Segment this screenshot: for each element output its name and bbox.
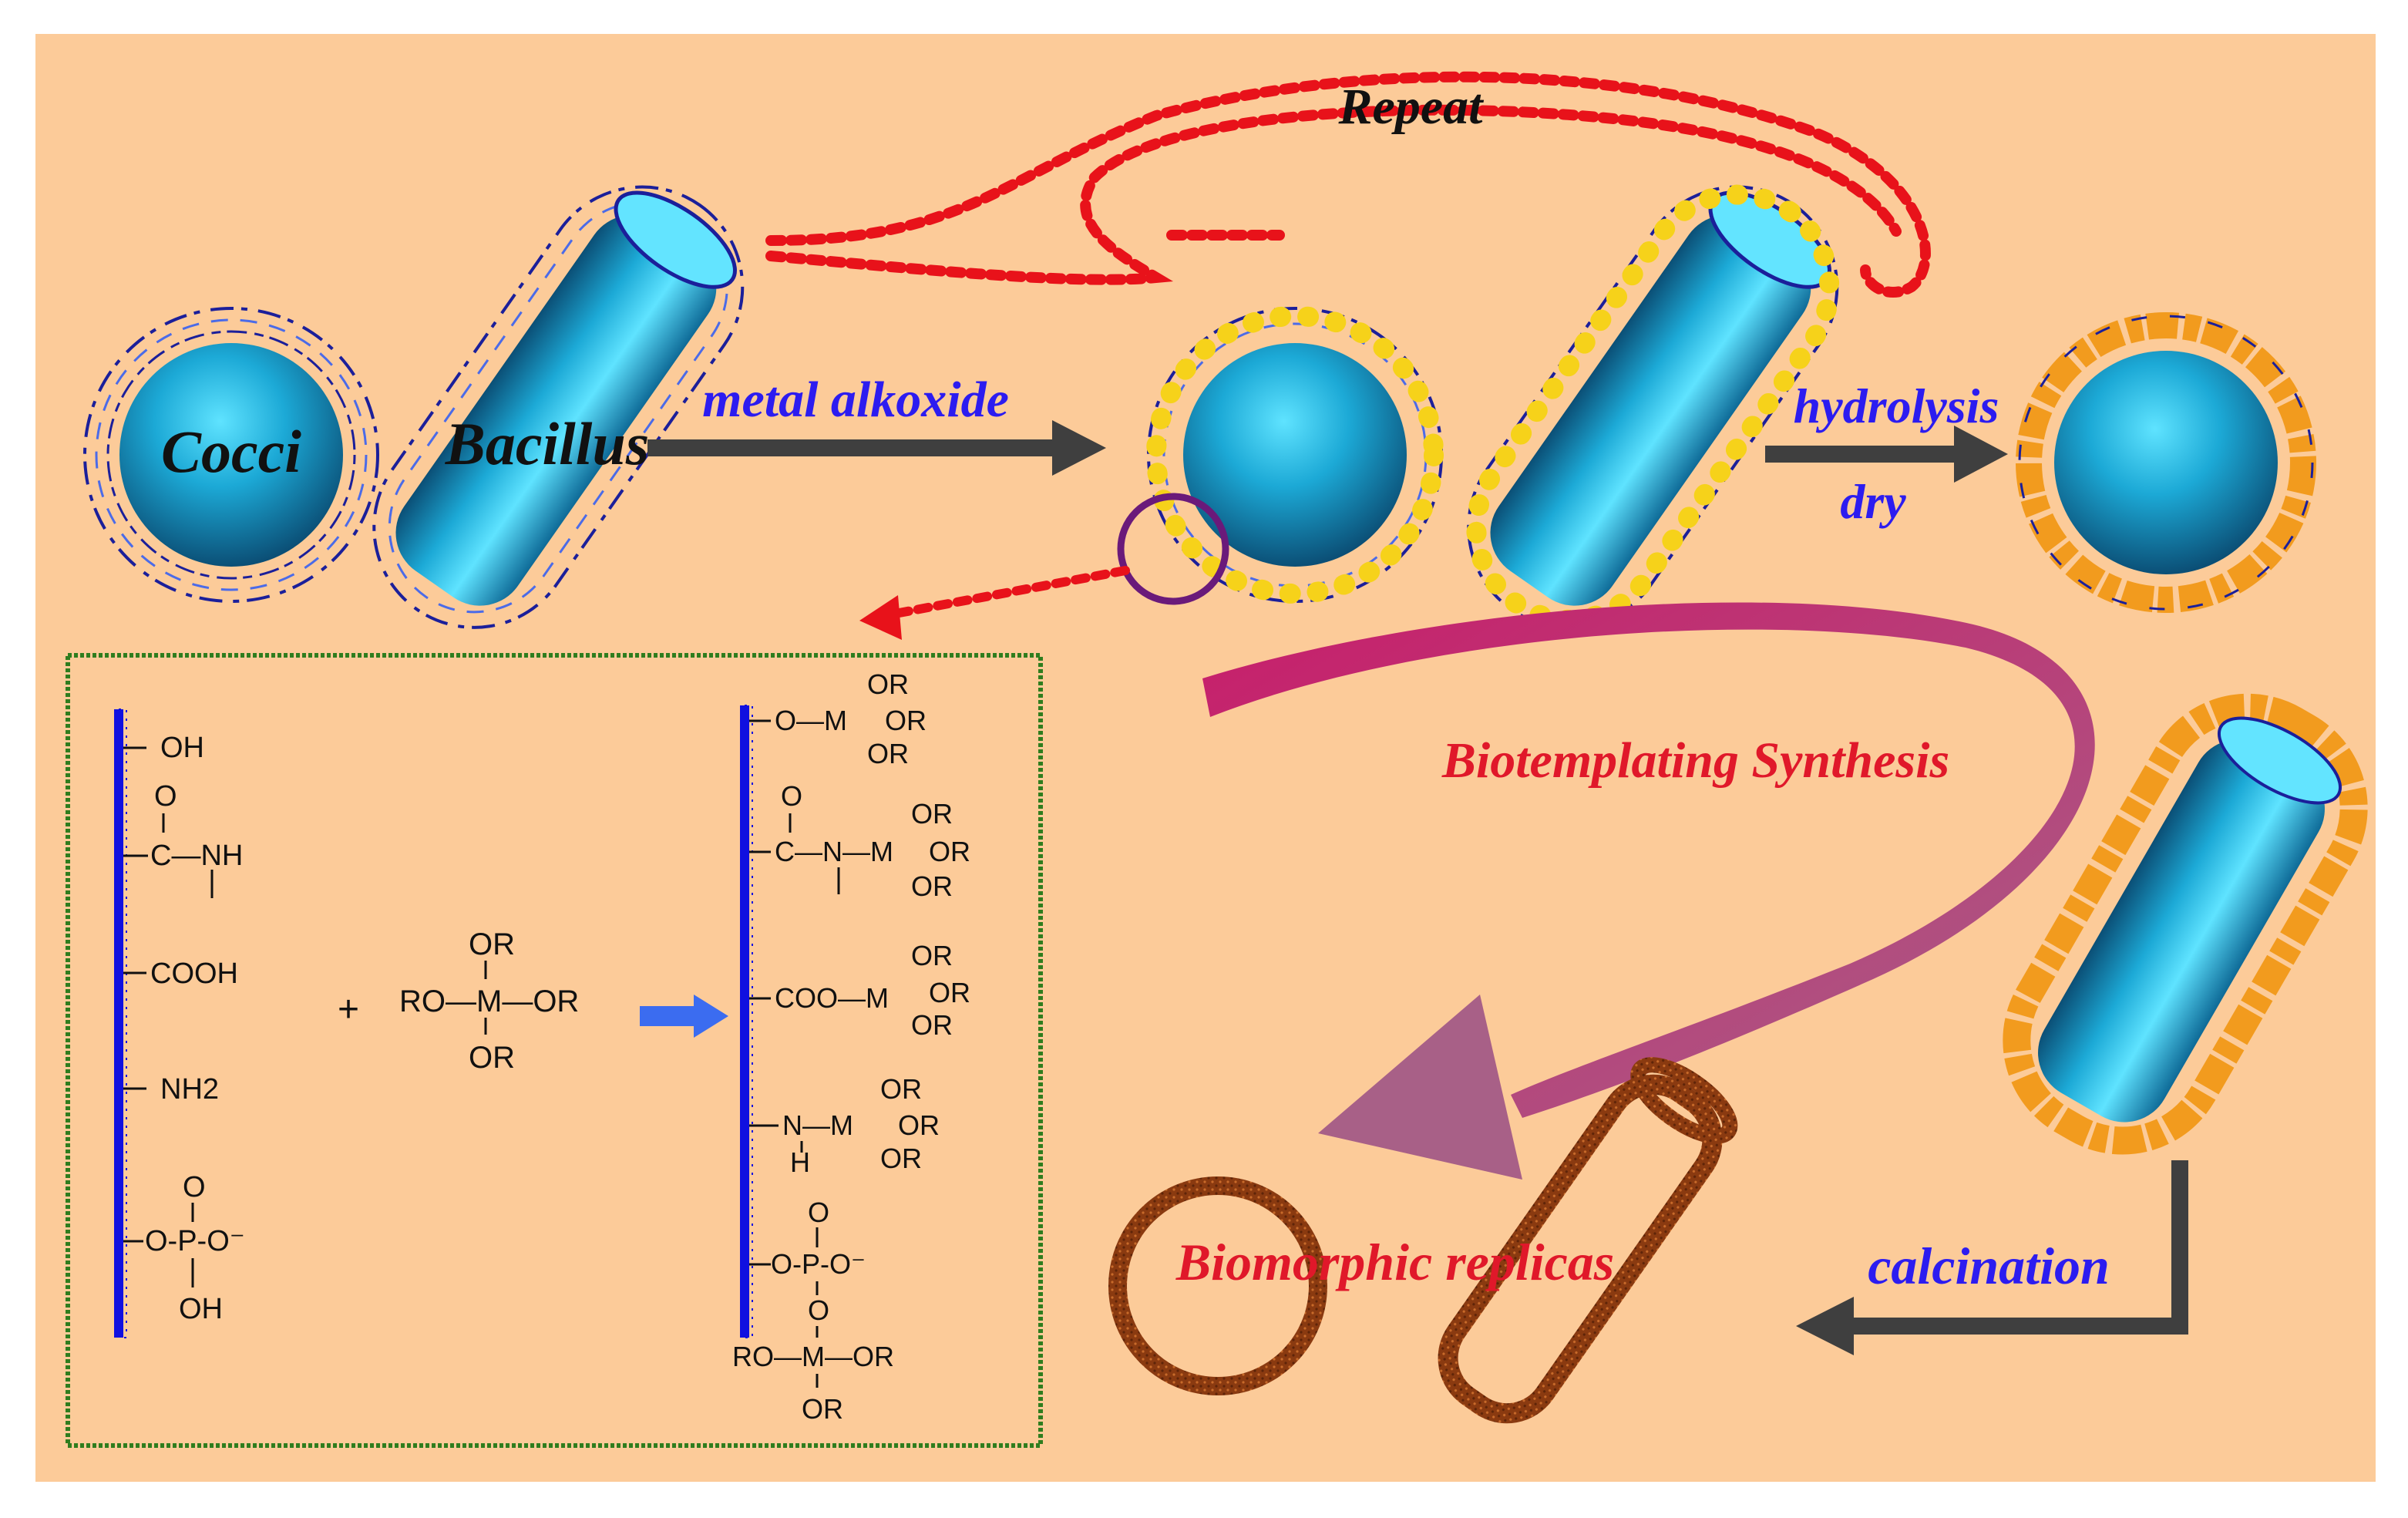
right-groups: O—M OR OR OR O C—N—M OR OR OR COO—M OR O…: [732, 668, 970, 1425]
left-phos: O-P-O⁻: [145, 1225, 245, 1257]
r3-group: COO—M: [775, 982, 889, 1014]
bacillus-label: Bacillus: [445, 410, 649, 477]
r1-group: O—M: [775, 705, 847, 736]
left-cooh: COOH: [150, 958, 238, 990]
reagent-bottom: OR: [469, 1041, 515, 1075]
biotemplating-curve-arrow: [1202, 602, 2095, 1118]
r4-h: H: [790, 1146, 810, 1178]
coated-bacillus: [1466, 184, 1840, 630]
reaction-arrow: [640, 995, 728, 1038]
r4-or-mid: OR: [898, 1109, 940, 1141]
metal-alkoxide-label: metal alkoxide: [702, 372, 1009, 428]
r4-group: N—M: [782, 1109, 853, 1141]
left-nh2: NH2: [160, 1073, 219, 1106]
replica-ring: [1108, 1176, 1327, 1395]
r2-group: C—N—M: [775, 836, 893, 867]
r4-or-top: OR: [880, 1073, 922, 1105]
repeat-loop: [765, 71, 1931, 298]
left-oh: OH: [160, 732, 204, 764]
r5-group: O-P-O⁻: [771, 1248, 866, 1280]
chemistry-box: OH O C—NH COOH NH2 O O-P-O⁻ OH + OR RO—M…: [66, 653, 1043, 1448]
metal-alkoxide-reagent: + OR RO—M—OR OR: [338, 927, 579, 1075]
r4-or-bot: OR: [880, 1143, 922, 1174]
r5-o: O: [808, 1294, 829, 1326]
dry-label: dry: [1840, 474, 1906, 529]
left-carbonyl-o: O: [154, 780, 177, 813]
repeat-loop-outer: [765, 71, 1931, 298]
biomorphic-label: Biomorphic replicas: [1175, 1233, 1615, 1291]
biotemplating-arrowhead: [1318, 995, 1522, 1180]
coated-cocci: [1146, 306, 1444, 604]
r2-or-bot: OR: [911, 870, 953, 902]
reagent-middle: RO—M—OR: [399, 985, 579, 1018]
alkoxide-beads-rod: [1466, 184, 1840, 630]
hydrolysis-arrow: [1765, 426, 2008, 483]
right-chain: [740, 705, 749, 1338]
cocci-sphere: [119, 343, 343, 567]
repeat-loop-inner: [765, 104, 1902, 285]
cocci-cell: [83, 307, 379, 603]
biotemplating-label: Biotemplating Synthesis: [1441, 732, 1949, 789]
r3-or-top: OR: [911, 940, 953, 971]
repeat-label: Repeat: [1338, 79, 1485, 135]
cocci-label: Cocci: [161, 418, 301, 485]
highlight-circle: [1117, 493, 1229, 605]
reagent-top: OR: [469, 927, 515, 961]
left-amide: C—NH: [150, 840, 243, 872]
bacillus-cell: [372, 185, 745, 629]
left-groups: OH O C—NH COOH NH2 O O-P-O⁻ OH: [123, 732, 245, 1325]
r5-bottom: OR: [802, 1393, 843, 1425]
zoom-dotted-arrow: [874, 566, 1130, 621]
r3-or-mid: OR: [929, 977, 970, 1008]
r5-top-o: O: [808, 1197, 829, 1228]
oxide-shell-cocci: [2016, 312, 2316, 613]
oxide-shell-bacillus: [2003, 693, 2368, 1155]
r2-or-top: OR: [911, 798, 953, 830]
calcination-arrow: [1850, 1160, 2188, 1335]
r2-o: O: [781, 780, 802, 812]
r2-or-mid: OR: [929, 836, 970, 867]
r3-or-bot: OR: [911, 1009, 953, 1041]
bacillus-cap: [614, 190, 737, 289]
r1-or-top: OR: [867, 668, 909, 700]
plus-sign: +: [338, 989, 359, 1030]
hydrolysis-label: hydrolysis: [1794, 379, 1999, 433]
zoom-dotted-arrowhead: [859, 595, 902, 640]
calcination-arrowhead: [1796, 1297, 1854, 1355]
left-phos-oh: OH: [179, 1293, 223, 1325]
calcination-label: calcination: [1868, 1237, 2110, 1295]
chemistry-box-border: [66, 653, 1043, 1448]
replica-tube: [1438, 1057, 1738, 1424]
alkoxide-beads: [1146, 306, 1444, 604]
metal-alkoxide-arrow: [647, 420, 1106, 476]
r1-or-mid: OR: [885, 705, 927, 736]
right-chain-ticks: [744, 705, 753, 1338]
left-chain: [114, 709, 123, 1338]
left-phos-top-o: O: [183, 1171, 206, 1203]
bacillus-rod: [395, 214, 717, 606]
r1-or-bot: OR: [867, 738, 909, 769]
r5-m: RO—M—OR: [732, 1341, 894, 1372]
